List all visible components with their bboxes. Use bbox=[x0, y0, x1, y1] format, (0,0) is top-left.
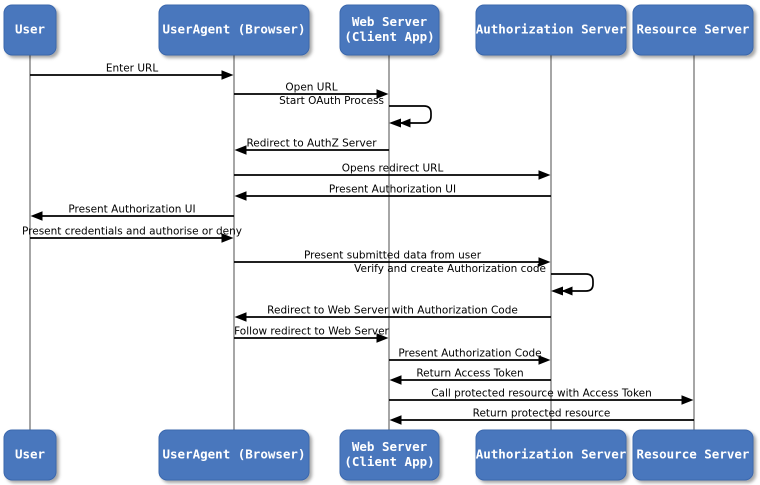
participant-footer-webserver[interactable]: Web Server(Client App) bbox=[339, 429, 440, 481]
participant-label-authz: Authorization Server bbox=[476, 447, 627, 462]
message-label: Present credentials and authorise or den… bbox=[22, 226, 242, 238]
lifelines-group bbox=[29, 55, 695, 430]
message-label: Opens redirect URL bbox=[342, 163, 444, 175]
message-13[interactable]: Present Authorization Code bbox=[389, 348, 551, 365]
arrowhead-icon bbox=[551, 286, 563, 296]
participant-header-useragent[interactable]: UserAgent (Browser) bbox=[158, 4, 310, 56]
participant-label-authz: Authorization Server bbox=[476, 22, 627, 37]
arrowhead-icon bbox=[234, 312, 247, 322]
participant-header-authz[interactable]: Authorization Server bbox=[475, 4, 627, 56]
message-label: Present Authorization UI bbox=[68, 204, 195, 216]
arrowhead-icon bbox=[538, 257, 551, 267]
participant-label-useragent: UserAgent (Browser) bbox=[163, 22, 306, 37]
participant-box-rect bbox=[3, 429, 57, 481]
participant-label-webserver: (Client App) bbox=[344, 454, 434, 469]
message-1[interactable]: Enter URL bbox=[30, 63, 234, 80]
message-15[interactable]: Call protected resource with Access Toke… bbox=[389, 388, 694, 405]
message-10[interactable]: Verify and create Authorization code bbox=[354, 263, 594, 296]
participant-label-webserver: (Client App) bbox=[344, 29, 434, 44]
arrowhead-icon bbox=[221, 233, 234, 243]
participant-label-user: User bbox=[15, 447, 46, 462]
participant-label-resource: Resource Server bbox=[637, 447, 750, 462]
participant-box-rect bbox=[632, 429, 754, 481]
arrowhead-icon bbox=[538, 355, 551, 365]
message-label: Enter URL bbox=[106, 63, 159, 75]
message-label: Return Access Token bbox=[416, 368, 523, 380]
participant-header-boxes: User UserAgent (Browser) Web Server(Client… bbox=[3, 4, 754, 56]
participant-footer-boxes: User UserAgent (Browser) Web Server(Client… bbox=[3, 429, 754, 481]
message-4[interactable]: Redirect to AuthZ Server bbox=[234, 138, 390, 155]
arrowhead-icon bbox=[681, 395, 694, 405]
participant-label-resource: Resource Server bbox=[637, 22, 750, 37]
self-message-path bbox=[389, 105, 432, 128]
message-7[interactable]: Present Authorization UI bbox=[30, 204, 235, 221]
participant-footer-useragent[interactable]: UserAgent (Browser) bbox=[158, 429, 310, 481]
message-label: Verify and create Authorization code bbox=[354, 263, 546, 275]
participant-box-rect bbox=[475, 429, 627, 481]
message-14[interactable]: Return Access Token bbox=[389, 368, 552, 385]
arrowhead-icon bbox=[376, 89, 389, 99]
message-label: Open URL bbox=[285, 82, 337, 94]
message-9[interactable]: Present submitted data from user bbox=[234, 250, 551, 267]
message-label: Call protected resource with Access Toke… bbox=[431, 388, 652, 400]
participant-footer-resource[interactable]: Resource Server bbox=[632, 429, 754, 481]
message-16[interactable]: Return protected resource bbox=[389, 408, 695, 425]
message-label: Start OAuth Process bbox=[279, 95, 384, 107]
participant-box-rect bbox=[339, 4, 440, 56]
message-2[interactable]: Open URL bbox=[234, 82, 389, 99]
arrowhead-icon bbox=[30, 211, 43, 221]
arrowhead-icon bbox=[234, 191, 247, 201]
message-3[interactable]: Start OAuth Process bbox=[279, 95, 432, 128]
participant-label-useragent: UserAgent (Browser) bbox=[163, 447, 306, 462]
message-5[interactable]: Opens redirect URL bbox=[234, 163, 551, 180]
arrowhead-icon bbox=[234, 145, 247, 155]
self-message-path bbox=[551, 273, 594, 296]
participant-footer-user[interactable]: User bbox=[3, 429, 57, 481]
message-label: Redirect to AuthZ Server bbox=[246, 138, 377, 150]
arrowhead-icon bbox=[538, 170, 551, 180]
arrowhead-icon bbox=[389, 415, 402, 425]
message-12[interactable]: Follow redirect to Web Server bbox=[234, 326, 390, 343]
message-label: Redirect to Web Server with Authorizatio… bbox=[267, 305, 518, 317]
participant-header-resource[interactable]: Resource Server bbox=[632, 4, 754, 56]
participant-label-user: User bbox=[15, 22, 46, 37]
arrowhead-icon bbox=[221, 70, 234, 80]
participant-label-webserver: Web Server bbox=[352, 14, 428, 29]
participant-box-rect bbox=[632, 4, 754, 56]
participant-header-webserver[interactable]: Web Server(Client App) bbox=[339, 4, 440, 56]
participant-header-user[interactable]: User bbox=[3, 4, 57, 56]
message-label: Follow redirect to Web Server bbox=[234, 326, 389, 338]
message-label: Present Authorization Code bbox=[398, 348, 541, 360]
message-11[interactable]: Redirect to Web Server with Authorizatio… bbox=[234, 305, 552, 322]
participant-footer-authz[interactable]: Authorization Server bbox=[475, 429, 627, 481]
arrowhead-icon bbox=[389, 375, 402, 385]
arrowhead-icon bbox=[376, 333, 389, 343]
participant-box-rect bbox=[158, 4, 310, 56]
message-8[interactable]: Present credentials and authorise or den… bbox=[22, 226, 242, 243]
participant-box-rect bbox=[475, 4, 627, 56]
message-6[interactable]: Present Authorization UI bbox=[234, 184, 552, 201]
participant-box-rect bbox=[339, 429, 440, 481]
participant-label-webserver: Web Server bbox=[352, 439, 428, 454]
message-label: Present Authorization UI bbox=[329, 184, 456, 196]
arrowhead-icon bbox=[389, 118, 401, 128]
participant-box-rect bbox=[158, 429, 310, 481]
message-label: Return protected resource bbox=[473, 408, 611, 420]
participant-box-rect bbox=[3, 4, 57, 56]
message-label: Present submitted data from user bbox=[304, 250, 482, 262]
